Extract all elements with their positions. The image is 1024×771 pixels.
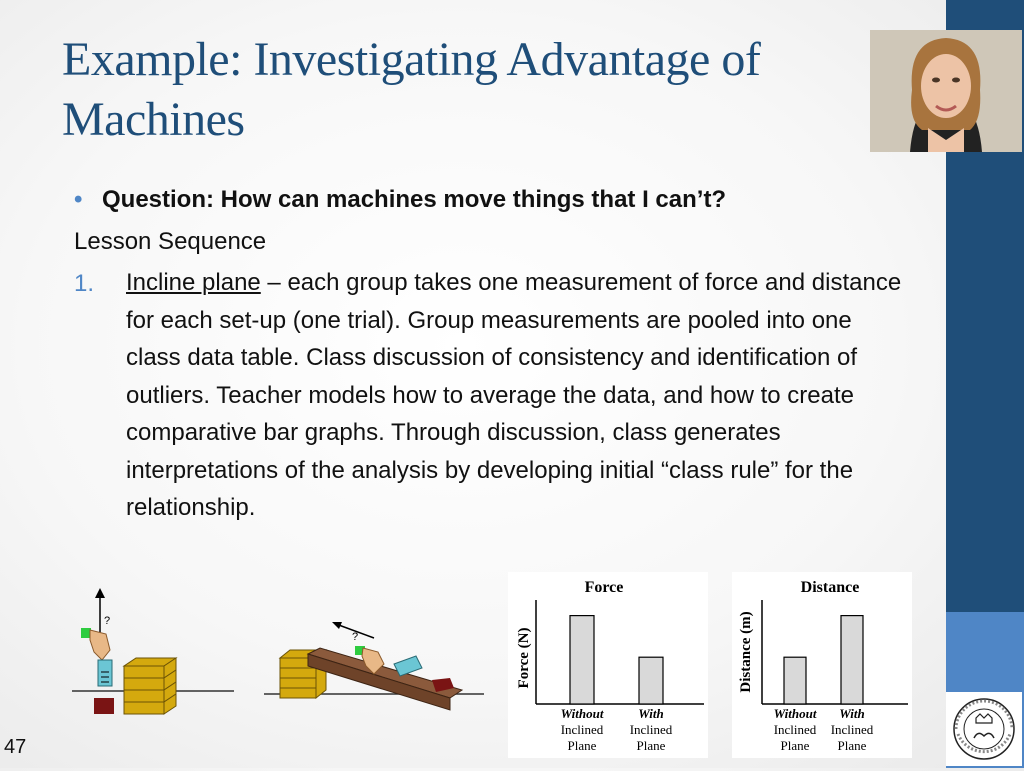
bullet-dot: • — [74, 186, 83, 213]
slide-title: Example: Investigating Advantage of Mach… — [62, 33, 761, 146]
x-tick-label: With — [638, 706, 664, 721]
incline-plane-illustration: ? — [264, 622, 484, 711]
lift-question-mark: ? — [104, 615, 110, 627]
distance-bar-chart: Distance Distance (m) WithoutInclinedPla… — [732, 572, 912, 758]
question-bullet: • Question: How can machines move things… — [74, 186, 904, 214]
slide-body: • Question: How can machines move things… — [74, 186, 904, 527]
x-tick-label: Plane — [568, 738, 597, 753]
x-tick-label: Inclined — [831, 722, 874, 737]
item-text: Incline plane – each group takes one mea… — [126, 264, 904, 527]
item-number: 1. — [74, 270, 95, 297]
bar-with — [638, 656, 664, 705]
x-tick-label: Without — [774, 706, 817, 721]
x-tick-label: Plane — [781, 738, 810, 753]
question-text: Question: How can machines move things t… — [102, 186, 727, 213]
x-tick-label: Inclined — [630, 722, 673, 737]
bar-without — [783, 656, 807, 705]
x-tick-label: Plane — [838, 738, 867, 753]
force-bar-chart: Force Force (N) WithoutInclinedPlaneWith… — [508, 572, 708, 758]
x-tick-label: Inclined — [561, 722, 604, 737]
item-body: – each group takes one measurement of fo… — [126, 269, 902, 521]
chart-title: Force — [585, 579, 624, 596]
y-axis-label: Force (N) — [516, 628, 532, 689]
numbered-item: 1. Incline plane – each group takes one … — [74, 269, 904, 527]
slide-number: 47 — [4, 736, 27, 758]
x-tick-label: Without — [561, 706, 604, 721]
college-seal-logo — [946, 692, 1022, 766]
presenter-photo — [870, 30, 1022, 152]
bar-without — [569, 614, 595, 705]
push-question-mark: ? — [352, 631, 358, 643]
chart-title: Distance — [801, 579, 860, 596]
bar-with — [840, 614, 864, 705]
x-tick-label: Inclined — [774, 722, 817, 737]
x-tick-label: Plane — [637, 738, 666, 753]
sequence-label: Lesson Sequence — [74, 228, 267, 255]
x-tick-label: With — [839, 706, 865, 721]
item-lead: Incline plane — [126, 269, 261, 296]
y-axis-label: Distance (m) — [738, 611, 754, 692]
vertical-lift-illustration: ? — [72, 588, 234, 715]
